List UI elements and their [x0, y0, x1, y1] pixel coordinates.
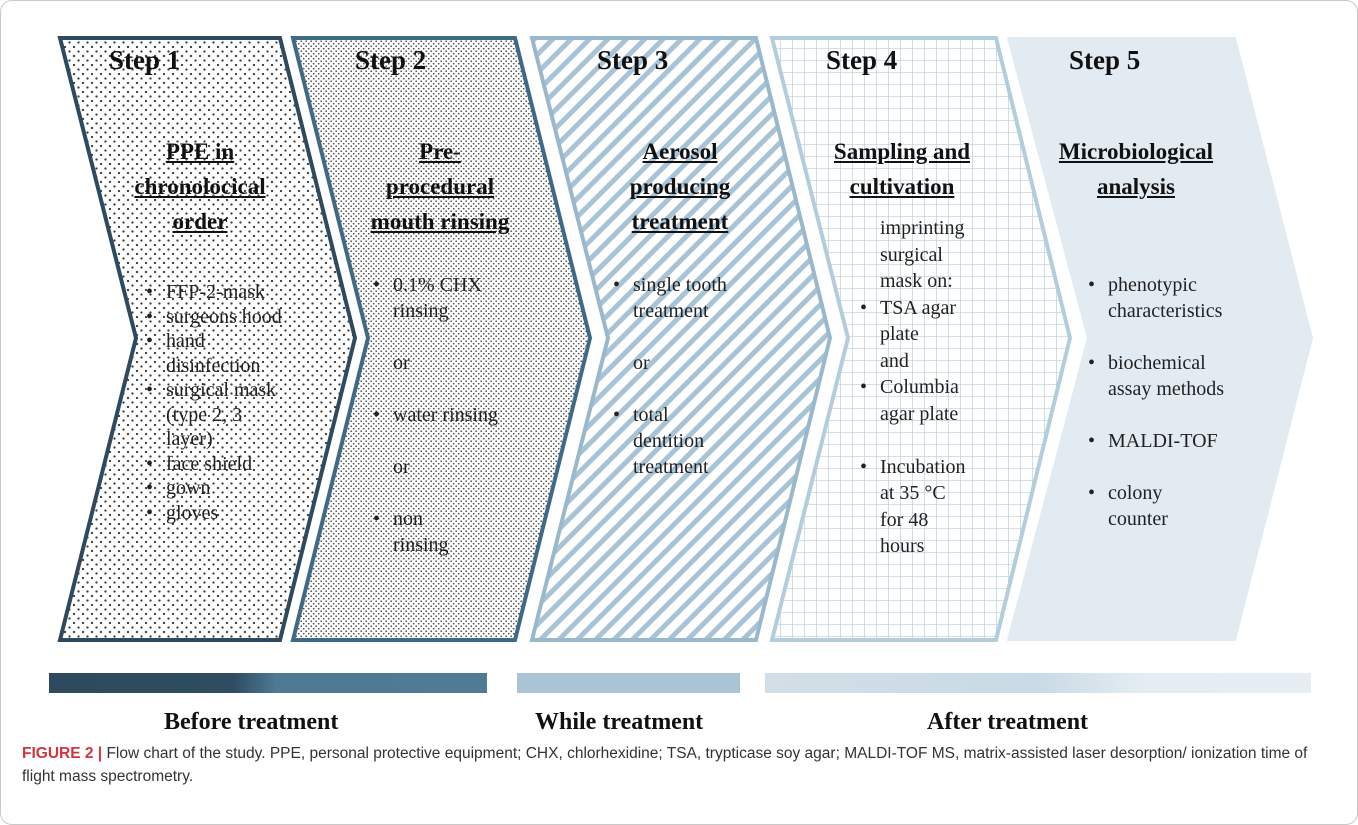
phase-label-after: After treatment — [927, 709, 1089, 735]
step2-list-item: water rinsing — [373, 402, 588, 428]
step4-title-line: Sampling and — [833, 139, 971, 164]
step3-list-item: dentition — [633, 430, 705, 452]
step3-title: Aerosol producing treatment — [590, 134, 770, 239]
step5-list-item — [1088, 402, 1308, 428]
step1-list-item: face shield — [146, 452, 361, 477]
step1-list-item: (type 2, 3 — [166, 403, 243, 426]
step2-list-item — [373, 376, 588, 402]
step2-list-item — [373, 324, 588, 350]
step5-list-item — [1088, 454, 1308, 480]
step5-list-item: biochemical — [1088, 350, 1308, 376]
step3-list-item: single tooth — [613, 272, 823, 298]
step3-list-item: total — [613, 402, 823, 428]
phase-bar-before — [49, 673, 487, 693]
step3-title-line: Aerosol — [642, 139, 718, 164]
step5-list-item: counter — [1108, 508, 1168, 530]
step2-list-item — [373, 480, 588, 506]
step2-list-item: non — [373, 506, 588, 532]
step3-list-item — [613, 324, 823, 350]
step2-list-item: rinsing — [393, 534, 449, 556]
step4-list-item: and — [880, 349, 909, 372]
step2-title-line: procedural — [385, 174, 495, 199]
step4-label: Step 4 — [826, 45, 898, 75]
caption-label: FIGURE 2 | — [22, 745, 103, 762]
step5-label: Step 5 — [1069, 45, 1141, 75]
step5-list-item: colony — [1088, 480, 1308, 506]
step1-list-item: surgeons hood — [146, 305, 361, 330]
step5-title-line: Microbiological — [1058, 139, 1214, 164]
step5-list-item: phenotypic — [1088, 272, 1308, 298]
step3-chevron — [529, 36, 833, 642]
phase-bar-while — [517, 673, 740, 693]
step3-title-line: producing — [629, 174, 731, 199]
step1-list-item: FFP-2-mask — [146, 280, 361, 305]
step2-list-item: 0.1% CHX — [373, 272, 588, 298]
step4-list-item: surgical — [880, 243, 943, 266]
step4-title: Sampling and cultivation — [807, 134, 997, 204]
step3-title-line: treatment — [631, 209, 729, 234]
step4-list-item: mask on: — [880, 270, 953, 292]
step4-title-line: cultivation — [849, 174, 955, 199]
phase-label-before: Before treatment — [164, 709, 339, 735]
step4-list-item: Columbia — [860, 374, 1050, 401]
step3-list-item: treatment — [633, 456, 709, 478]
step1-title-line: order — [172, 209, 228, 234]
step4-list-item: imprinting — [880, 217, 965, 239]
step5-list-item — [1088, 324, 1308, 350]
step5-title-line: analysis — [1097, 174, 1175, 199]
step4-list-item: TSA agar — [860, 295, 1050, 322]
figure-caption: FIGURE 2 | Flow chart of the study. PPE,… — [22, 742, 1332, 788]
caption-text: Flow chart of the study. PPE, personal p… — [22, 745, 1308, 785]
step1-title-line: PPE in — [165, 139, 235, 164]
step4-list-item: Incubation — [860, 454, 1050, 481]
step2-list-item — [373, 428, 588, 454]
step1-list-item: hand — [146, 329, 361, 354]
step4-list-item: agar plate — [880, 402, 959, 425]
step5-list-item: MALDI-TOF — [1088, 428, 1308, 454]
step2-title: Pre- procedural mouth rinsing — [350, 134, 530, 239]
step5-list-item: assay methods — [1108, 378, 1225, 400]
step4-chevron — [769, 36, 1073, 642]
step2-list-item: or — [393, 352, 410, 374]
step5-title: Microbiological analysis — [1036, 134, 1236, 204]
step3-list-item — [613, 376, 823, 402]
step1-title-line: chronolocical — [134, 174, 266, 199]
step1-list-item: layer) — [166, 428, 213, 450]
step2-title-line: mouth rinsing — [370, 209, 510, 234]
step4-list-item: for 48 — [880, 508, 929, 531]
step1-list-item: surgical mask — [146, 378, 361, 403]
step1-list-item: gown — [146, 476, 361, 501]
step2-title-line: Pre- — [419, 139, 461, 164]
phase-bar-after — [765, 673, 1311, 693]
phase-label-while: While treatment — [535, 709, 704, 735]
step1-list-item: gloves — [146, 501, 361, 526]
step1-label: Step 1 — [109, 45, 181, 75]
step5-list-item: characteristics — [1108, 300, 1223, 322]
step3-list-item: or — [633, 352, 650, 374]
step4-list-item: hours — [880, 535, 925, 557]
step1-list-item: disinfection — [166, 354, 261, 377]
step4-list-item: at 35 °C — [880, 482, 946, 504]
step2-label: Step 2 — [355, 45, 427, 75]
step3-label: Step 3 — [597, 45, 669, 75]
step3-list-item: treatment — [633, 300, 709, 322]
step1-title: PPE in chronolocical order — [110, 134, 290, 239]
step2-chevron — [290, 36, 593, 642]
step2-list-item: rinsing — [393, 300, 449, 322]
step4-list-item: plate — [880, 323, 919, 345]
step4-list-item — [860, 427, 1050, 454]
step2-list-item: or — [393, 456, 410, 478]
step1-item-list: FFP-2-masksurgeons hoodhanddisinfections… — [146, 280, 361, 525]
